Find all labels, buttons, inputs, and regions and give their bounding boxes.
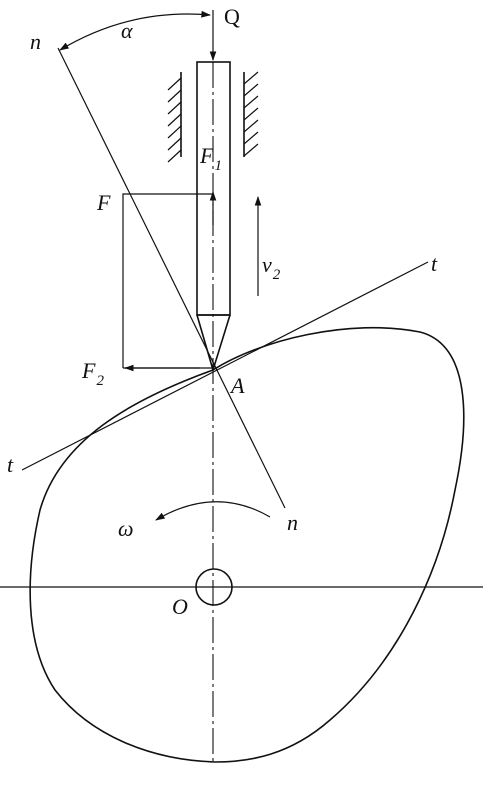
guide-right: [243, 71, 259, 157]
follower-tip: [196, 314, 231, 373]
label-a: A: [229, 373, 245, 398]
cam-shaft-circle: [195, 568, 233, 606]
label-f1: F1: [199, 143, 222, 174]
label-omega: ω: [118, 516, 134, 541]
label-n-top: n: [30, 29, 41, 54]
tangent-line: [21, 261, 429, 471]
alpha-angle-arc: [59, 10, 211, 51]
label-q: Q: [224, 4, 240, 29]
label-v2: v2: [262, 252, 281, 283]
guide-left: [167, 72, 182, 163]
label-n-bottom: n: [287, 510, 298, 535]
label-t-right: t: [431, 251, 438, 276]
label-alpha: α: [121, 18, 133, 43]
normal-line: [57, 47, 286, 509]
label-f: F: [96, 190, 111, 215]
cam-profile: [29, 326, 465, 763]
force-parallelogram: [122, 193, 213, 368]
label-o: O: [172, 594, 188, 619]
omega-rotation-arrow: [155, 501, 271, 521]
label-t-left: t: [7, 452, 14, 477]
label-f2: F2: [81, 358, 104, 389]
